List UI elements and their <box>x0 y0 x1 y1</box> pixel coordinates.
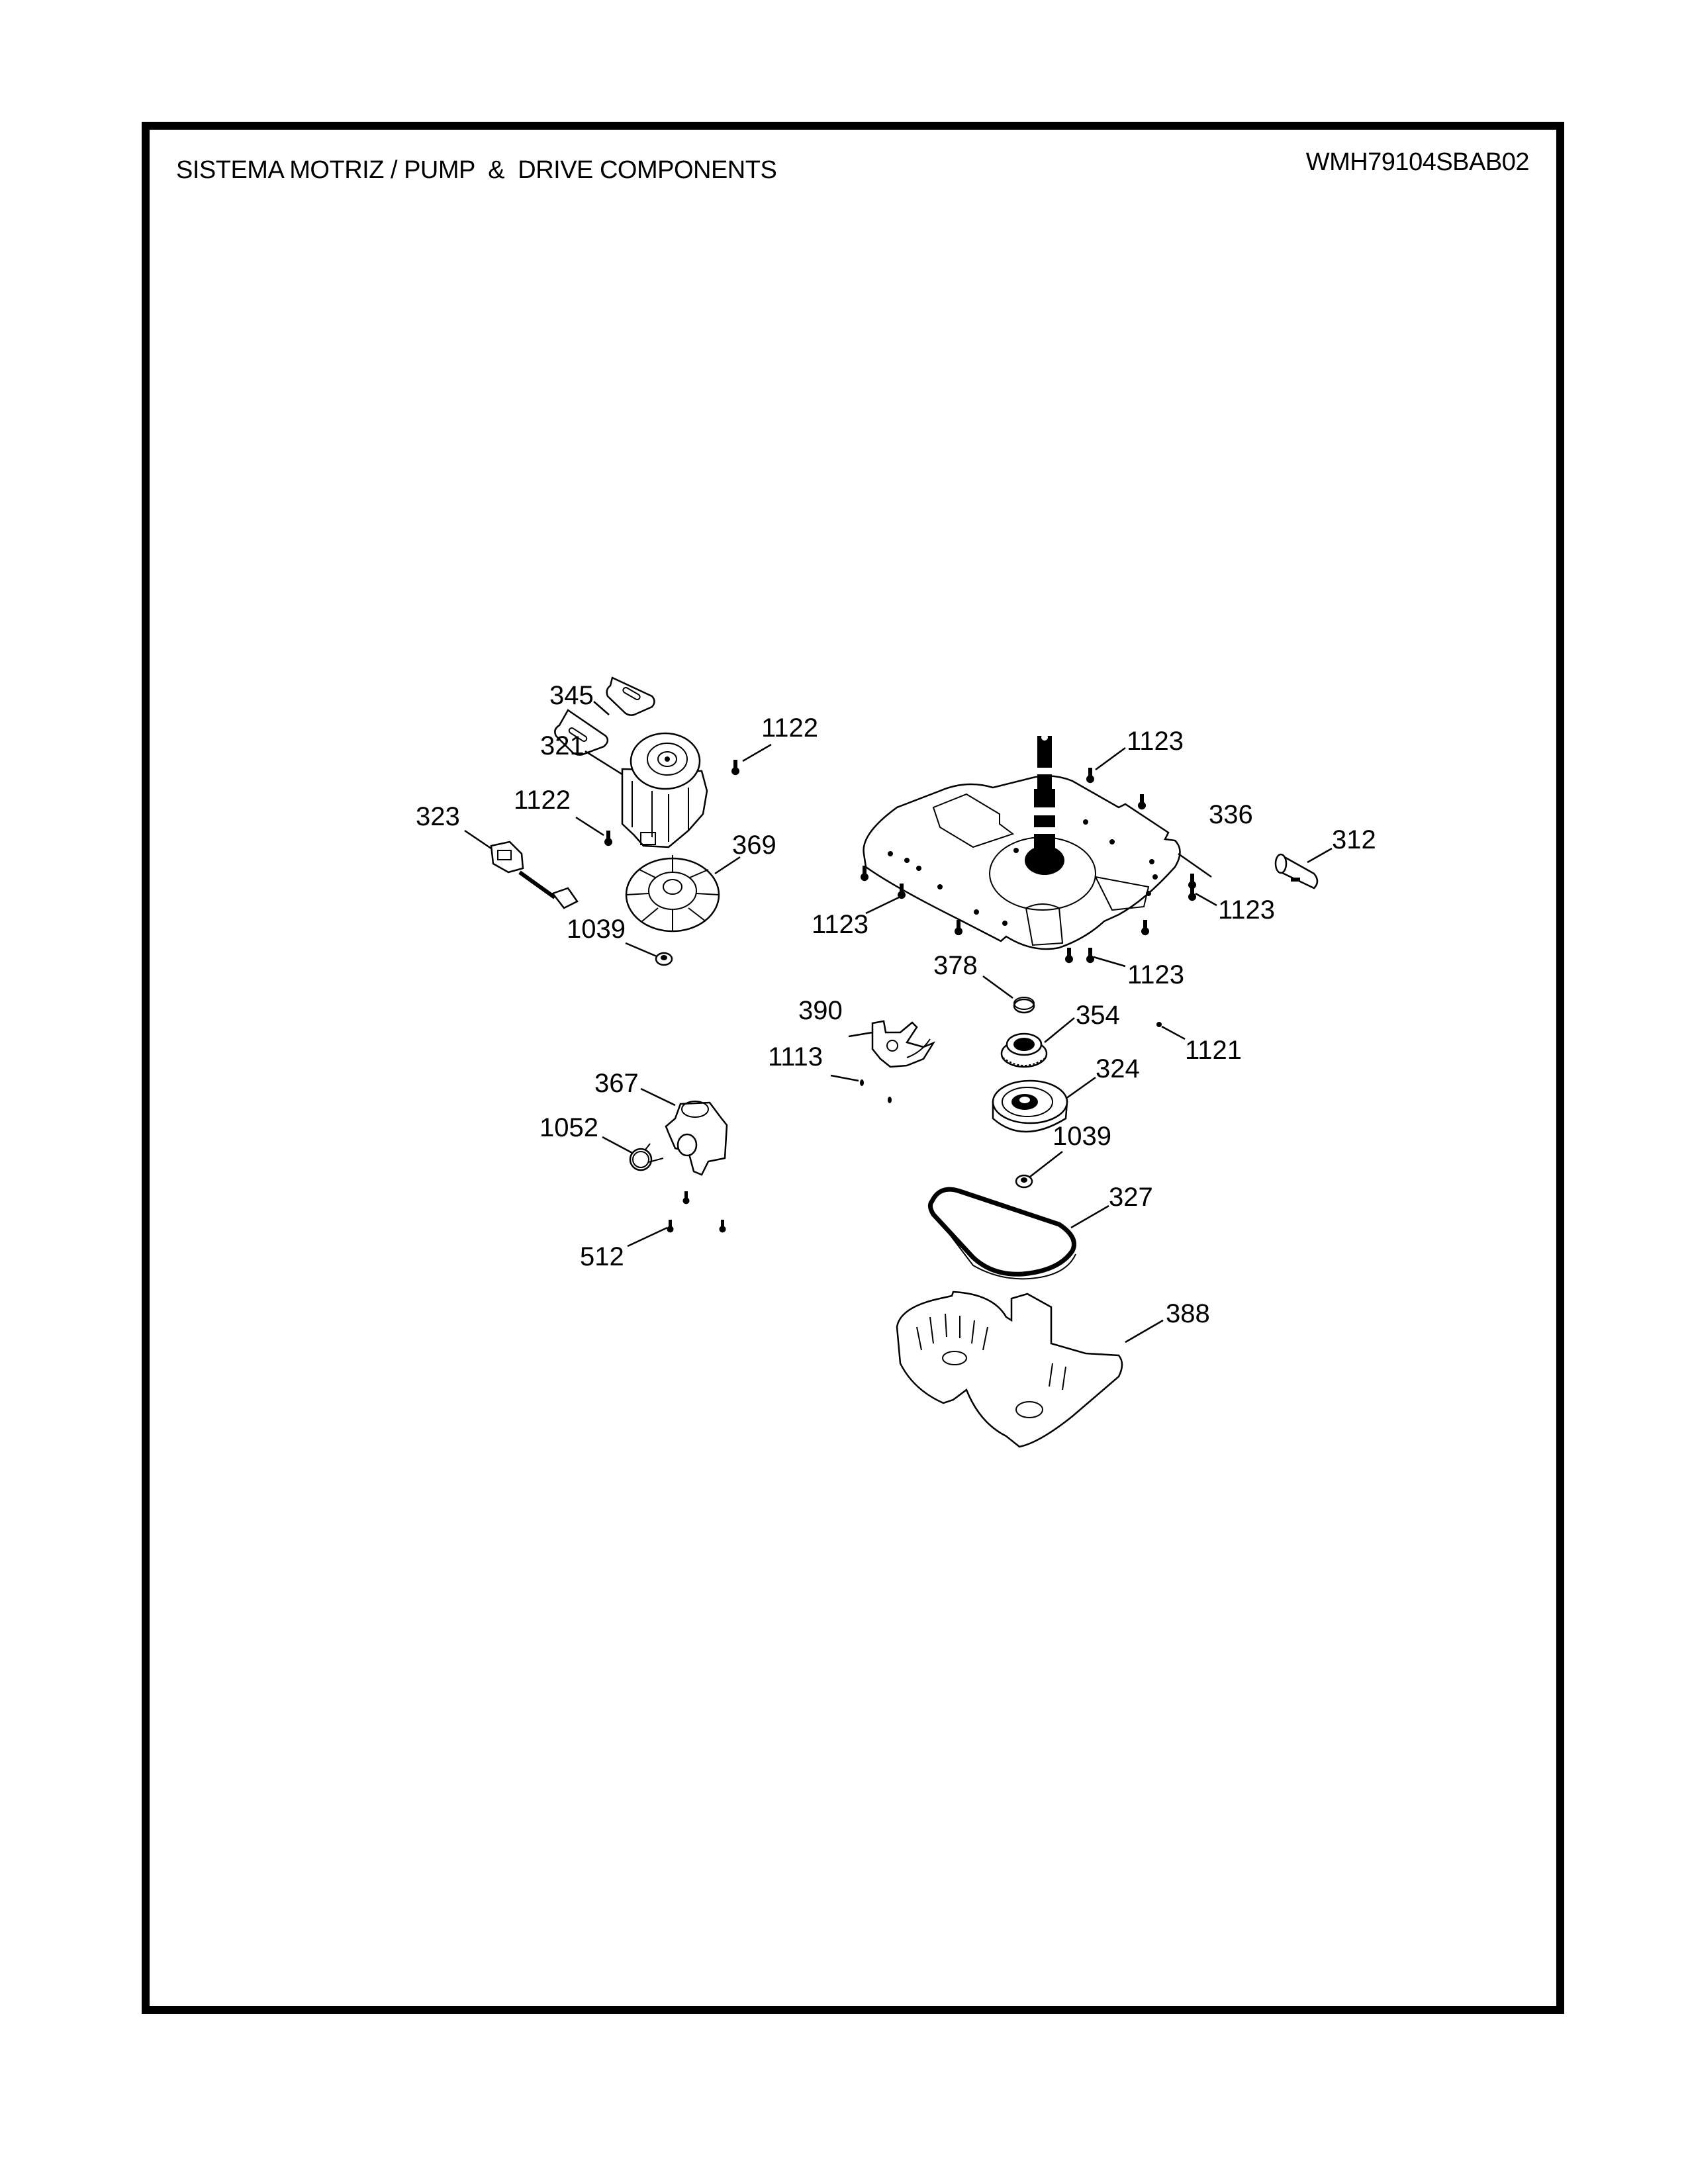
screw-1123[interactable] <box>898 884 906 899</box>
page-border <box>142 122 1564 2014</box>
screw-1123[interactable] <box>955 920 963 936</box>
callout-323: 323 <box>416 802 460 831</box>
callout-1039: 1039 <box>1053 1122 1111 1151</box>
wire-harness-323[interactable] <box>490 841 579 909</box>
callout-378: 378 <box>933 951 978 980</box>
model-number: WMH79104SBAB02 <box>1305 148 1530 176</box>
callout-512: 512 <box>580 1242 624 1271</box>
screw-512[interactable] <box>667 1220 674 1233</box>
callout-369: 369 <box>732 831 776 860</box>
callout-345: 345 <box>549 681 594 710</box>
callout-388: 388 <box>1166 1299 1210 1328</box>
callout-1122: 1122 <box>761 713 818 743</box>
callout-312: 312 <box>1332 825 1376 854</box>
callout-1123: 1123 <box>1218 895 1275 925</box>
screw-1123[interactable] <box>1086 768 1094 784</box>
screw-512[interactable] <box>682 1191 690 1205</box>
callout-1122: 1122 <box>514 786 571 815</box>
screw-512[interactable] <box>719 1220 726 1233</box>
screw-1122[interactable] <box>604 831 612 846</box>
callout-1121: 1121 <box>1185 1036 1242 1065</box>
callout-1123: 1123 <box>812 910 868 939</box>
callout-labels: 345 321 1122 1122 323 369 1039 1123 336 … <box>416 681 1376 1328</box>
screw-1123[interactable] <box>861 866 868 882</box>
screw-1123[interactable] <box>1188 874 1197 901</box>
screw-1121[interactable] <box>1156 1022 1162 1027</box>
screw-1122[interactable] <box>731 760 739 776</box>
callout-1123: 1123 <box>1127 727 1184 756</box>
drive-pulley-324[interactable] <box>992 1079 1068 1133</box>
callout-336: 336 <box>1209 800 1253 829</box>
clutch-gear-354[interactable] <box>1000 1032 1048 1068</box>
shift-actuator-390[interactable] <box>871 1020 936 1068</box>
transmission-plate-336[interactable] <box>863 775 1181 950</box>
drive-shaft <box>1025 734 1064 875</box>
callout-354: 354 <box>1076 1001 1120 1030</box>
callout-1113: 1113 <box>768 1042 823 1071</box>
screw-1113[interactable] <box>888 1097 892 1103</box>
hose-clamp-1052[interactable] <box>629 1143 664 1171</box>
spring-378[interactable] <box>1013 997 1035 1014</box>
screw-1123[interactable] <box>1065 948 1074 964</box>
drive-motor-321[interactable] <box>621 732 708 848</box>
screw-1123[interactable] <box>1137 794 1146 810</box>
belt-guard-388[interactable] <box>896 1291 1123 1448</box>
callout-327: 327 <box>1109 1183 1153 1212</box>
nut-1039[interactable] <box>1015 1174 1033 1189</box>
callout-390: 390 <box>798 996 843 1025</box>
motor-mount-pad-345[interactable] <box>554 676 655 756</box>
leader-lines <box>464 701 1333 1343</box>
callout-367: 367 <box>594 1069 639 1098</box>
capacitor-312[interactable] <box>1274 853 1319 889</box>
callout-1123: 1123 <box>1127 960 1184 989</box>
nut-1039[interactable] <box>655 952 673 966</box>
screw-1123[interactable] <box>1086 948 1094 964</box>
callout-324: 324 <box>1096 1054 1140 1083</box>
screw-1123[interactable] <box>1141 920 1150 936</box>
drain-pump-367[interactable] <box>665 1101 728 1176</box>
page-title: SISTEMA MOTRIZ / PUMP & DRIVE COMPONENTS <box>176 156 777 184</box>
screw-1113[interactable] <box>860 1079 864 1086</box>
callout-1052: 1052 <box>539 1113 598 1142</box>
callout-321: 321 <box>540 731 585 760</box>
callout-1039: 1039 <box>567 915 626 944</box>
drive-belt-327[interactable] <box>927 1187 1076 1280</box>
motor-pulley-369[interactable] <box>625 855 720 933</box>
